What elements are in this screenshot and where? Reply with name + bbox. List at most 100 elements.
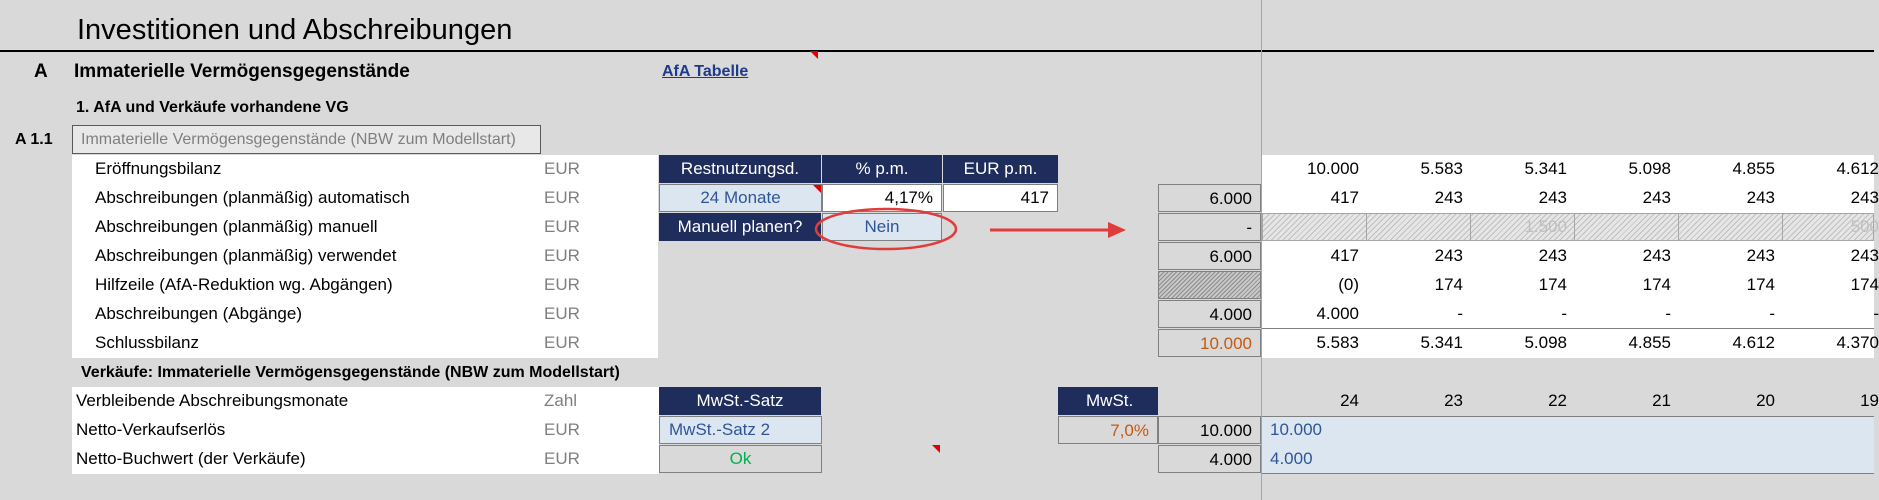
arrow-right-icon <box>990 222 1126 238</box>
sales-period-value: 22 <box>1548 391 1567 410</box>
row-unit: EUR <box>544 159 580 178</box>
section-title: Immaterielle Vermögensgegenstände <box>74 61 410 82</box>
period-value: 243 <box>1746 188 1775 207</box>
manual-label: Manuell planen? <box>659 213 821 241</box>
row-unit: EUR <box>544 275 580 294</box>
period-value: 4.855 <box>1628 333 1671 352</box>
row-label: Hilfzeile (AfA-Reduktion wg. Abgängen) <box>95 275 393 294</box>
sales-period-value[interactable]: 4.000 <box>1270 449 1313 468</box>
header-pct: % p.m. <box>822 155 942 183</box>
period-area <box>1262 155 1874 358</box>
total-cell-hatched <box>1158 271 1261 299</box>
row-unit: EUR <box>544 304 580 323</box>
period-value: 243 <box>1746 246 1775 265</box>
sales-row-unit: EUR <box>544 449 580 468</box>
period-value: - <box>1561 304 1567 323</box>
row-label: Schlussbilanz <box>95 333 199 352</box>
mwst-value: 7,0% <box>1058 416 1158 444</box>
row-unit: EUR <box>544 333 580 352</box>
sales-period-value: 23 <box>1444 391 1463 410</box>
comment-marker <box>813 185 821 193</box>
block-name-box: Immaterielle Vermögensgegenstände (NBW z… <box>72 125 541 154</box>
period-value: (0) <box>1338 275 1359 294</box>
period-value: 174 <box>1538 275 1567 294</box>
period-value: - <box>1665 304 1671 323</box>
cell-divider <box>1470 213 1471 241</box>
row-label: Eröffnungsbilanz <box>95 159 222 178</box>
row-unit: EUR <box>544 246 580 265</box>
row-label: Abschreibungen (planmäßig) verwendet <box>95 246 397 265</box>
period-value[interactable]: 500 <box>1850 217 1879 236</box>
highlight-ellipse <box>814 207 958 251</box>
sales-input-area[interactable] <box>1262 416 1874 474</box>
period-value: - <box>1457 304 1463 323</box>
row-label: Abschreibungen (Abgänge) <box>95 304 302 323</box>
manual-select[interactable]: Nein <box>822 213 942 241</box>
period-value: 174 <box>1434 275 1463 294</box>
period-value: 243 <box>1642 246 1671 265</box>
period-value: - <box>1873 304 1879 323</box>
label-area <box>72 155 658 358</box>
period-value: 417 <box>1330 188 1359 207</box>
period-value: 243 <box>1434 188 1463 207</box>
months-select[interactable]: 24 Monate <box>659 184 822 212</box>
period-value: 5.341 <box>1420 333 1463 352</box>
manual-input-row[interactable] <box>1262 213 1874 241</box>
sales-label-area <box>72 387 659 474</box>
subsection-title: 1. AfA und Verkäufe vorhandene VG <box>76 99 349 116</box>
period-value: - <box>1769 304 1775 323</box>
period-value: 417 <box>1330 246 1359 265</box>
period-value: 5.341 <box>1524 159 1567 178</box>
cell-divider <box>1782 213 1783 241</box>
afa-table-link[interactable]: AfA Tabelle <box>662 63 749 80</box>
period-value: 5.583 <box>1316 333 1359 352</box>
period-value: 4.612 <box>1732 333 1775 352</box>
total-cell: 10.000 <box>1158 416 1261 444</box>
total-cell: 6.000 <box>1158 242 1261 270</box>
period-value[interactable]: 1.500 <box>1524 217 1567 236</box>
period-value: 4.370 <box>1836 333 1879 352</box>
period-value: 10.000 <box>1307 159 1359 178</box>
total-cell: 4.000 <box>1158 445 1261 473</box>
row-label: Abschreibungen (planmäßig) automatisch <box>95 188 410 207</box>
pct-value: 4,17% <box>822 184 942 212</box>
sales-row-unit: Zahl <box>544 391 578 410</box>
header-eur: EUR p.m. <box>943 155 1058 183</box>
sales-period-value: 24 <box>1340 391 1359 410</box>
period-value: 5.583 <box>1420 159 1463 178</box>
period-value: 243 <box>1538 246 1567 265</box>
sales-period-value[interactable]: 10.000 <box>1270 420 1322 439</box>
sales-period-value: 21 <box>1652 391 1671 410</box>
comment-marker <box>932 445 940 453</box>
mwst-header: MwSt. <box>1058 387 1158 415</box>
total-cell: 6.000 <box>1158 184 1261 212</box>
sales-title: Verkäufe: Immaterielle Vermögensgegenstä… <box>81 364 620 381</box>
row-divider <box>1262 328 1874 329</box>
cell-divider <box>1574 213 1575 241</box>
period-value: 4.612 <box>1836 159 1879 178</box>
total-cell: 10.000 <box>1158 329 1261 357</box>
section-code: A <box>34 61 48 82</box>
page-title: Investitionen und Abschreibungen <box>77 14 513 46</box>
period-value: 4.855 <box>1732 159 1775 178</box>
sales-row-label: Netto-Buchwert (der Verkäufe) <box>76 449 306 468</box>
period-value: 5.098 <box>1628 159 1671 178</box>
row-unit: EUR <box>544 188 580 207</box>
mwst-satz-header: MwSt.-Satz <box>659 387 821 415</box>
period-value: 243 <box>1538 188 1567 207</box>
block-code: A 1.1 <box>15 131 53 148</box>
period-value: 243 <box>1642 188 1671 207</box>
cell-divider <box>1678 213 1679 241</box>
period-value: 174 <box>1746 275 1775 294</box>
title-underline <box>0 50 1874 52</box>
mwst-satz-select[interactable]: MwSt.-Satz 2 <box>659 416 822 444</box>
column-separator <box>1261 0 1262 500</box>
cell-divider <box>1366 213 1367 241</box>
row-label: Abschreibungen (planmäßig) manuell <box>95 217 378 236</box>
sales-row-label: Verbleibende Abschreibungsmonate <box>76 391 349 410</box>
period-value: 243 <box>1850 246 1879 265</box>
eur-value: 417 <box>943 184 1058 212</box>
comment-marker <box>810 51 818 59</box>
period-value: 174 <box>1642 275 1671 294</box>
period-value: 243 <box>1850 188 1879 207</box>
